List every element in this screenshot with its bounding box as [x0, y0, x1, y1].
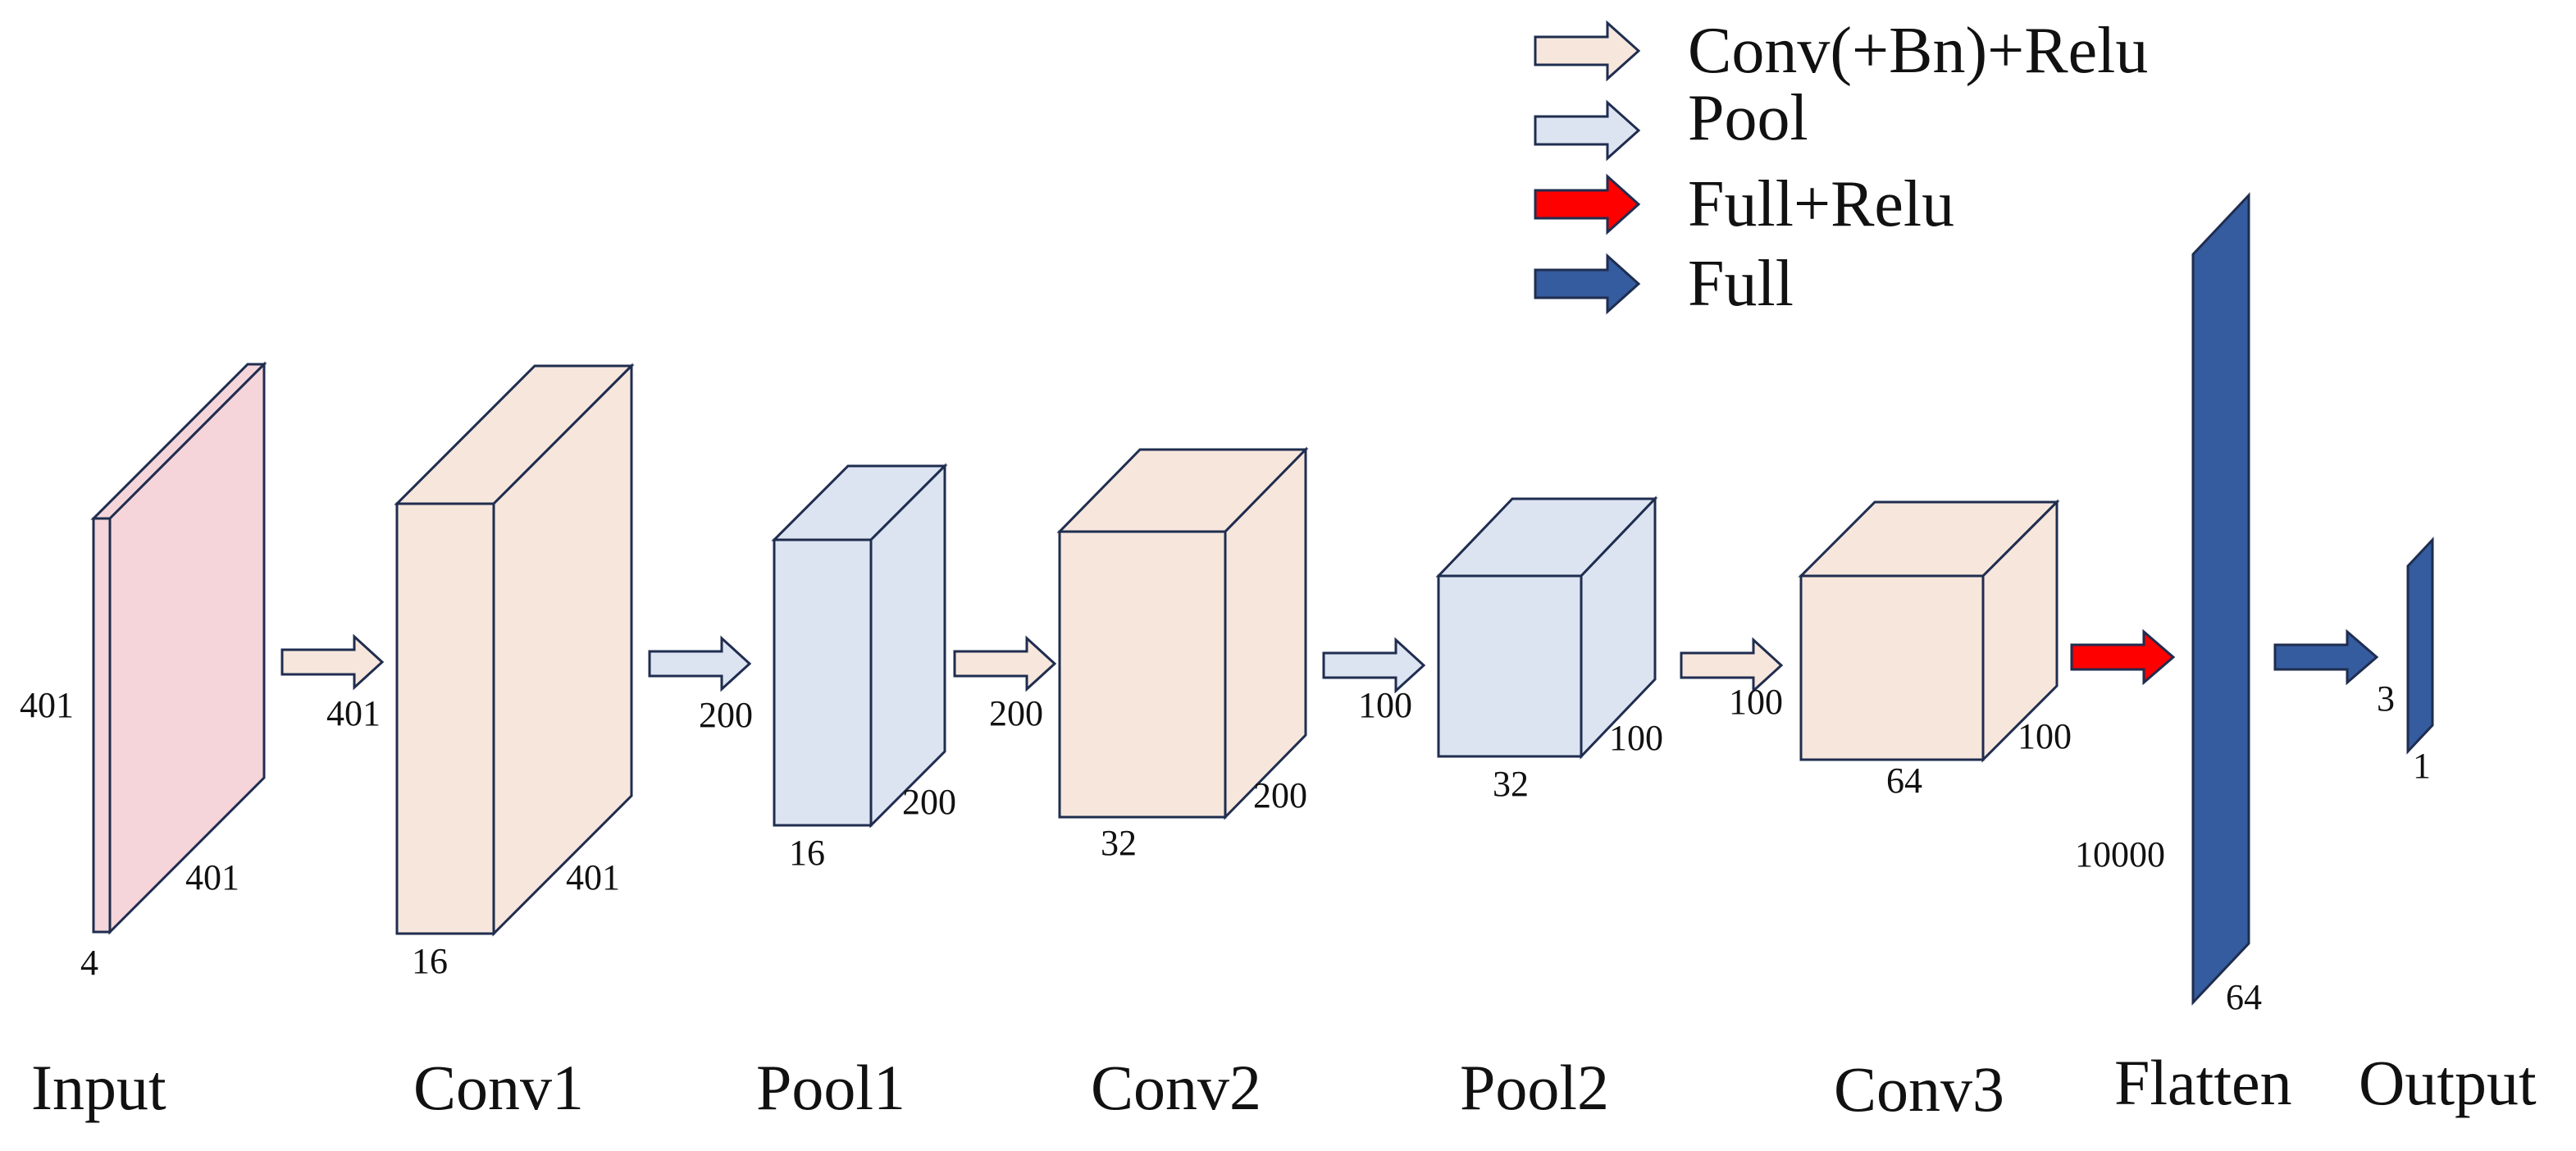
legend-item-conv: Conv(+Bn)+Relu: [1534, 15, 2148, 87]
arrow-input-to-conv1-icon: [280, 633, 385, 691]
pool2-dim-height: 100: [1358, 685, 1412, 725]
pool1-dim-channels: 16: [789, 833, 825, 873]
arrow-pool1-to-conv2-icon: [953, 635, 1057, 692]
conv3-dim-width: 100: [2017, 716, 2072, 756]
flatten-layer: [2191, 192, 2250, 1006]
conv3-dim-channels: 64: [1886, 760, 1922, 801]
conv1-block: [394, 363, 635, 937]
stage-label-pool2: Pool2: [1460, 1052, 1609, 1123]
pool2-dim-width: 100: [1609, 718, 1663, 758]
pool1-dim-width: 200: [902, 782, 956, 822]
pool1-block: [771, 463, 948, 829]
pool1-block-face: [773, 538, 873, 827]
stage-label-output: Output: [2359, 1047, 2537, 1118]
stage-label-conv1: Conv1: [413, 1052, 584, 1123]
pool2-block-side: [1580, 496, 1657, 760]
stage-label-conv3: Conv3: [1834, 1053, 2004, 1125]
input-block-side: [108, 361, 266, 935]
conv3-block-side: [1981, 499, 2059, 763]
output-layer: [2406, 537, 2434, 755]
input-dim-height: 401: [20, 685, 74, 725]
pool2-block: [1435, 496, 1658, 760]
arrow-flatten-to-output-icon: [2273, 628, 2379, 686]
conv1-block-face: [395, 502, 495, 935]
legend-label-pool: Pool: [1688, 82, 1808, 154]
pool1-block-side: [869, 463, 946, 829]
legend-arrow-full-icon: [1534, 253, 1641, 315]
conv3-dim-height: 100: [1729, 682, 1783, 722]
conv3-block: [1798, 499, 2060, 763]
input-block: [90, 361, 267, 935]
flatten-dim-units: 10000: [2075, 834, 2165, 875]
arrow-pool2-to-conv3-icon: [1680, 637, 1784, 694]
input-dim-width: 401: [185, 857, 239, 898]
legend-arrow-pool-icon: [1534, 99, 1641, 162]
conv1-dim-height: 401: [326, 693, 381, 733]
conv2-block-face: [1058, 530, 1227, 819]
stage-label-conv2: Conv2: [1091, 1052, 1261, 1123]
legend-label-full-relu: Full+Relu: [1688, 168, 1954, 240]
conv2-block: [1056, 446, 1309, 820]
stage-label-flatten: Flatten: [2114, 1047, 2292, 1118]
legend-item-pool: Pool: [1534, 82, 1808, 162]
legend-label-full: Full: [1688, 248, 1794, 320]
conv1-dim-channels: 16: [412, 941, 448, 981]
conv3-block-face: [1799, 574, 1985, 761]
conv2-dim-width: 200: [1253, 775, 1307, 815]
conv2-dim-channels: 32: [1101, 823, 1137, 863]
input-dim-channels: 4: [80, 943, 98, 983]
input-block-face: [92, 517, 112, 934]
flatten-dim-channels: 64: [2226, 977, 2262, 1017]
pool2-dim-channels: 32: [1493, 764, 1529, 804]
pool1-dim-height: 200: [699, 695, 753, 735]
legend-item-full: Full: [1534, 248, 1794, 320]
legend-arrow-conv-icon: [1534, 20, 1641, 82]
conv2-dim-height: 200: [989, 693, 1043, 733]
legend-label-conv: Conv(+Bn)+Relu: [1688, 15, 2148, 87]
conv1-dim-width: 401: [566, 857, 620, 898]
arrow-conv1-to-pool1-icon: [648, 635, 752, 692]
output-dim-channels: 1: [2413, 746, 2431, 786]
conv2-block-side: [1224, 446, 1307, 820]
stage-label-input: Input: [31, 1052, 166, 1123]
arrow-conv2-to-pool2-icon: [1322, 637, 1426, 694]
legend-arrow-full-relu-icon: [1534, 173, 1641, 235]
stage-label-pool1: Pool1: [756, 1052, 905, 1123]
arrow-conv3-to-flatten-icon: [2070, 628, 2176, 686]
legend-item-full-relu: Full+Relu: [1534, 168, 1954, 240]
pool2-block-face: [1437, 574, 1583, 758]
legend: Conv(+Bn)+Relu Pool Full+Relu Full: [1534, 15, 2148, 320]
conv1-block-side: [492, 363, 633, 937]
output-dim-units: 3: [2377, 678, 2395, 719]
